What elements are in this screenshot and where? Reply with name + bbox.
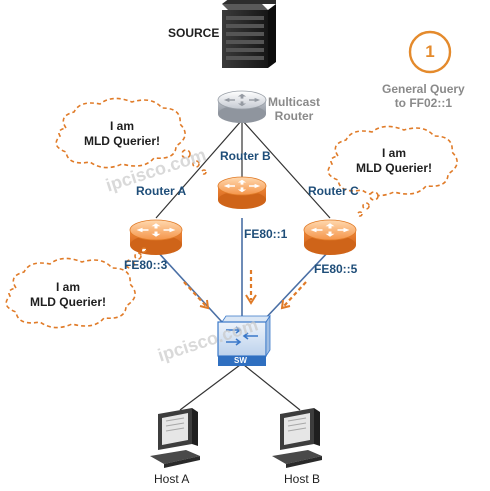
step-circle <box>408 30 452 74</box>
switch-label: SW <box>234 356 247 365</box>
link-routerC-switch <box>261 249 331 323</box>
host-links <box>179 364 301 411</box>
step-description: General Query to FF02::1 <box>382 82 465 110</box>
cloud-text-left-bottom: I am MLD Querier! <box>29 280 106 309</box>
thought-cloud-left-bottom <box>5 247 147 329</box>
router-a-address: FE80::3 <box>124 258 168 272</box>
host-a-icon <box>150 408 200 468</box>
link-mrouter-routerC <box>241 119 331 219</box>
host-b-icon <box>272 408 322 468</box>
source-label: SOURCE <box>168 26 220 40</box>
router-b-label: Router B <box>220 149 271 163</box>
cloud-text-left-top: I am MLD Querier! <box>83 119 160 148</box>
step-number: 1 <box>425 42 435 61</box>
router-a-icon <box>129 219 183 255</box>
links <box>155 119 331 219</box>
router-c-label: Router C <box>308 184 359 198</box>
cloud-text-right: I am MLD Querier! <box>355 146 432 175</box>
multicast-router-label: Multicast Router <box>268 95 321 123</box>
router-b-address: FE80::1 <box>244 227 288 241</box>
thought-cloud-right <box>327 125 458 217</box>
lan-links <box>155 218 331 323</box>
router-b-icon <box>217 176 267 209</box>
host-a-label: Host A <box>154 472 190 486</box>
link-mrouter-routerA <box>155 119 243 219</box>
router-c-icon <box>303 219 357 255</box>
query-arrows <box>183 270 307 310</box>
link-routerA-switch <box>155 249 223 323</box>
multicast-router-icon <box>217 90 267 123</box>
thought-cloud-left-top <box>55 97 207 175</box>
router-c-address: FE80::5 <box>314 262 358 276</box>
server-icon <box>222 0 276 68</box>
host-b-label: Host B <box>284 472 321 486</box>
switch-icon <box>217 314 271 366</box>
router-a-label: Router A <box>136 184 187 198</box>
